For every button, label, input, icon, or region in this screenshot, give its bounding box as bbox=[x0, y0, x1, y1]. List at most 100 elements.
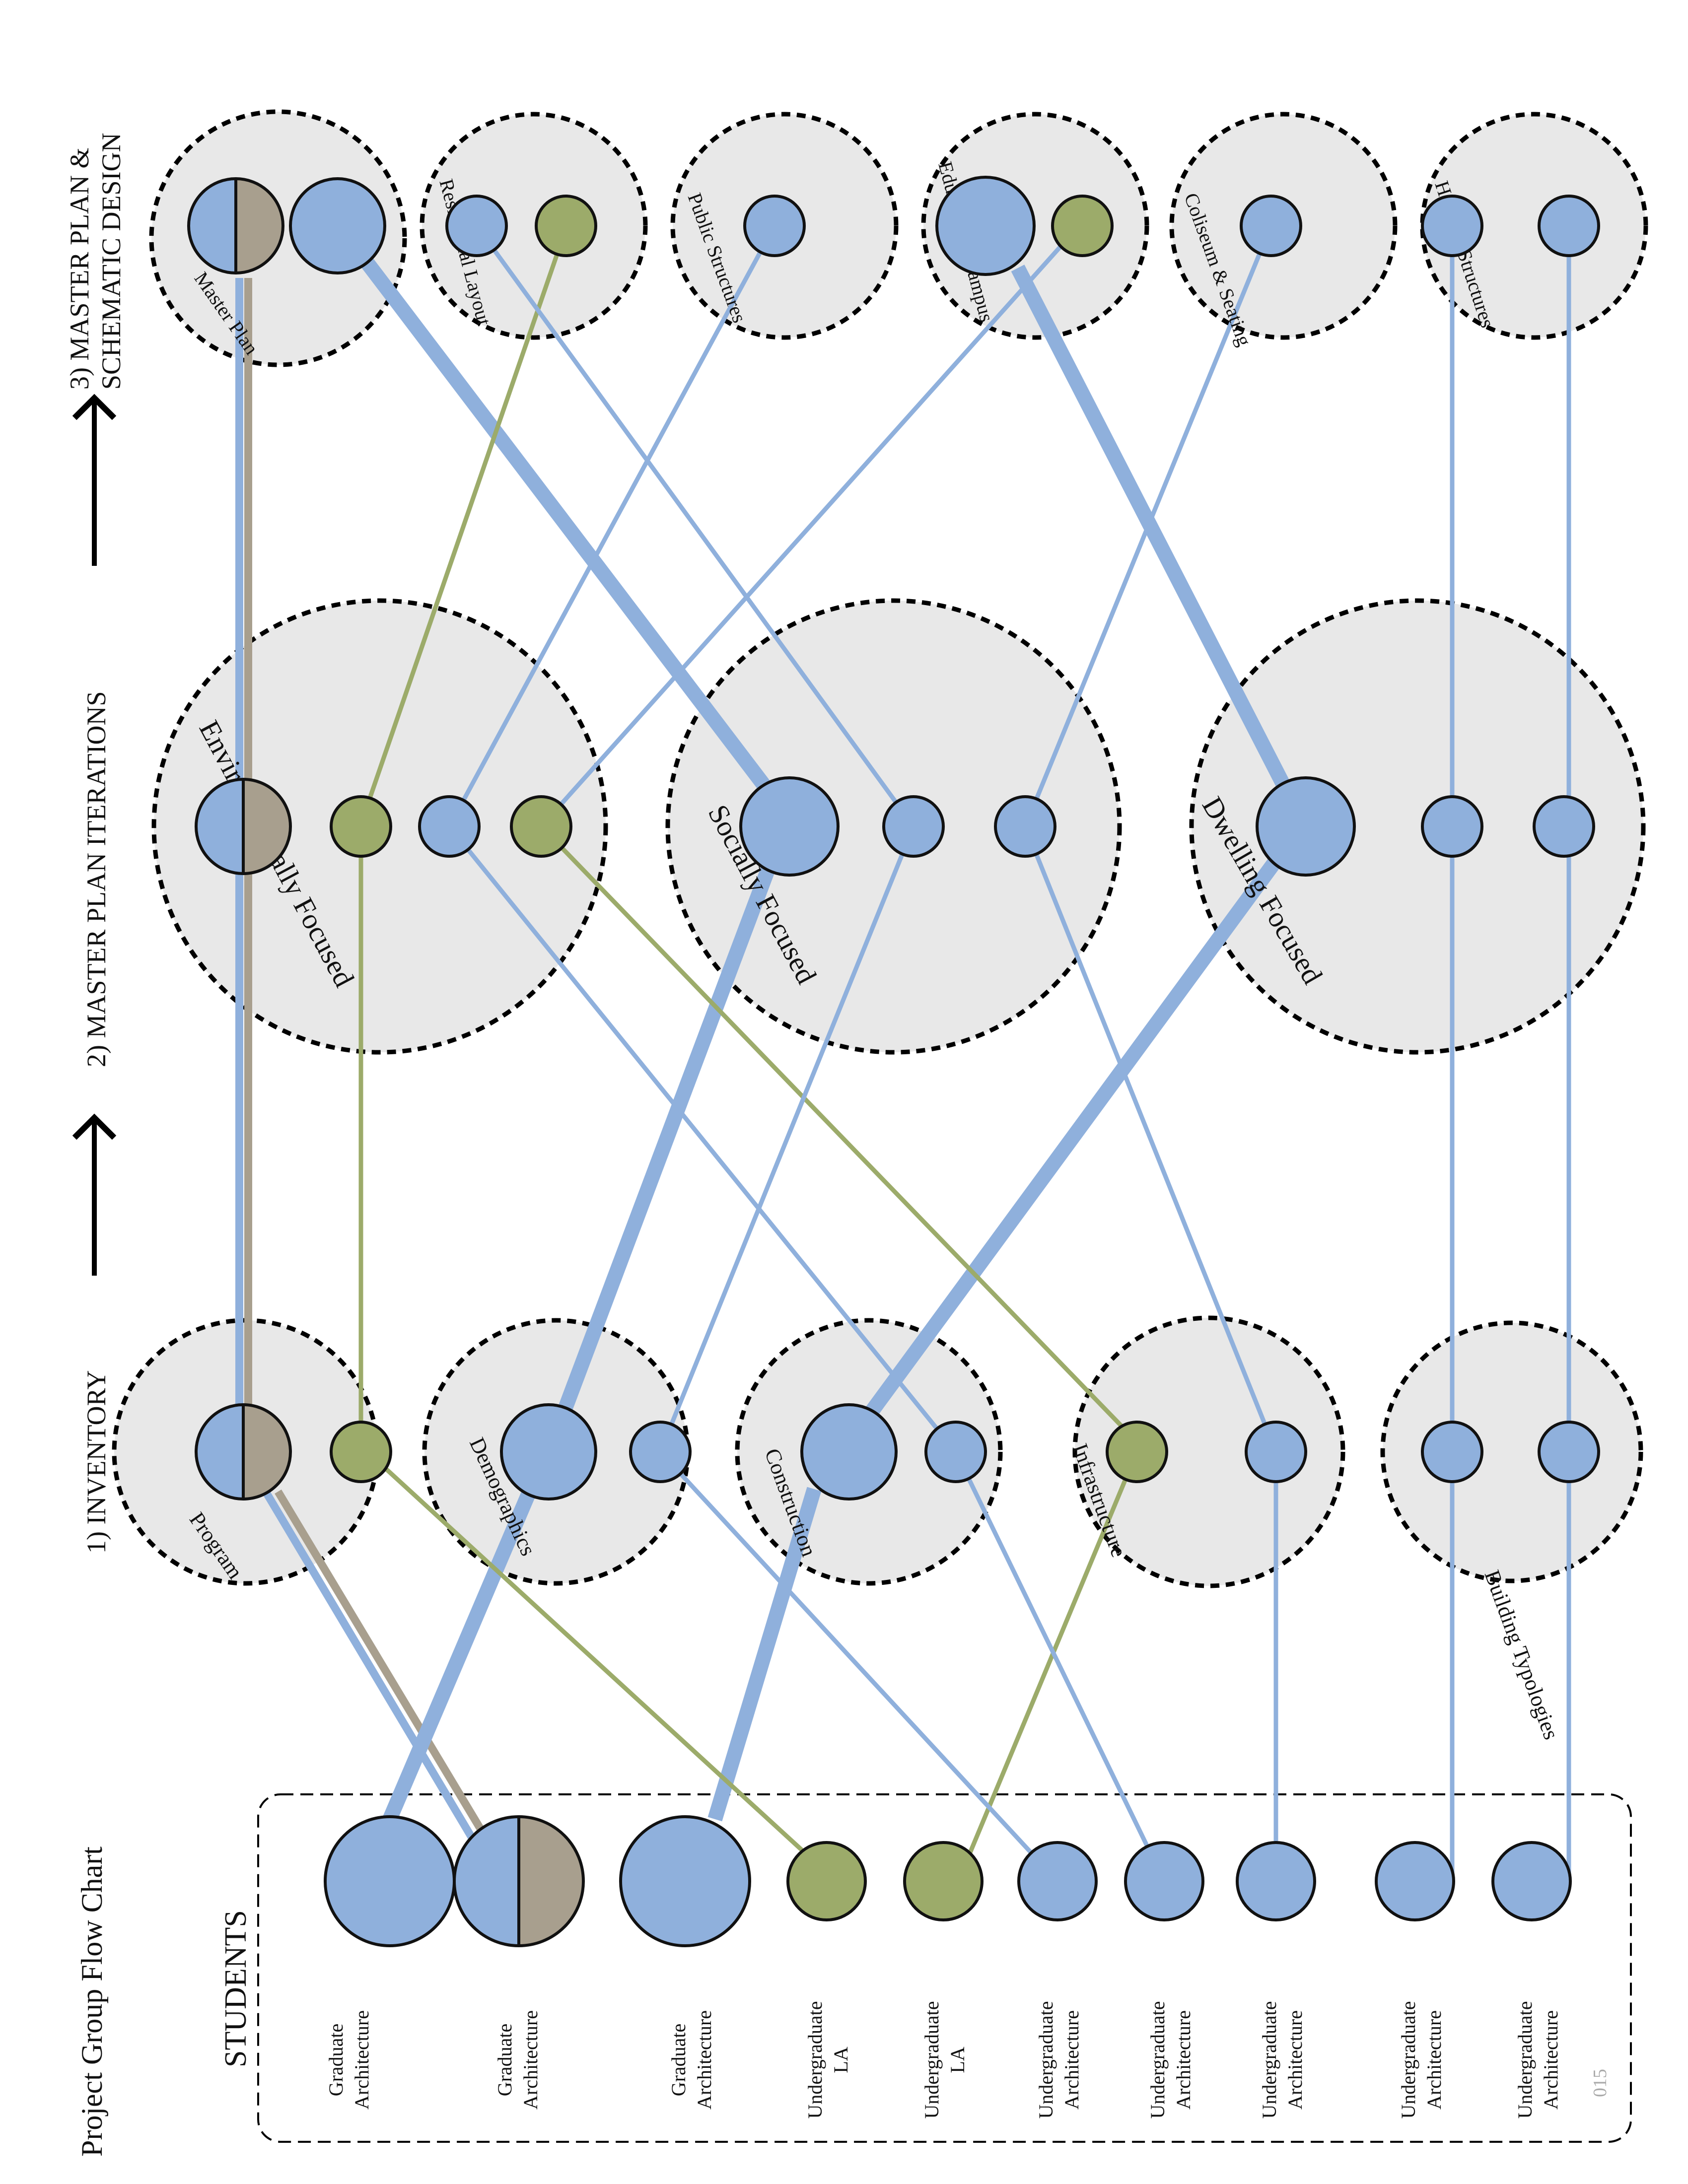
design-node bbox=[289, 177, 386, 274]
connection-line bbox=[707, 1487, 822, 1822]
stage-header-inventory: 1) INVENTORY bbox=[81, 1370, 111, 1554]
arrow-right-icon bbox=[72, 394, 117, 566]
inventory-node bbox=[1421, 1421, 1483, 1483]
inventory-node bbox=[1245, 1421, 1307, 1483]
student-node bbox=[1375, 1841, 1455, 1921]
iteration-node bbox=[195, 778, 292, 875]
student-label-line2: Architecture bbox=[519, 2010, 542, 2110]
iteration-node bbox=[510, 795, 572, 858]
student-node bbox=[453, 1815, 585, 1947]
iteration-node bbox=[1421, 795, 1483, 858]
stage-header-iterations: 2) MASTER PLAN ITERATIONS bbox=[81, 691, 111, 1067]
design-node bbox=[535, 195, 597, 257]
student-node bbox=[324, 1815, 456, 1947]
connection-line bbox=[658, 1450, 1059, 1883]
student-label-line2: Architecture bbox=[693, 2010, 715, 2110]
student-label-line1: Undergraduate bbox=[1035, 2001, 1057, 2119]
student-label-line2: Architecture bbox=[351, 2010, 373, 2110]
inventory-node bbox=[500, 1403, 597, 1501]
student-label-line1: Graduate bbox=[325, 2024, 347, 2097]
student-node bbox=[619, 1815, 751, 1947]
connection-line bbox=[539, 824, 1139, 1444]
connection-line bbox=[358, 227, 568, 825]
connection-lines bbox=[235, 224, 1571, 1883]
student-label-line2: Architecture bbox=[1540, 2010, 1562, 2110]
connection-line bbox=[475, 224, 915, 828]
chart-title: Project Group Flow Chart bbox=[75, 1846, 108, 2157]
cluster-housing-structures bbox=[1420, 112, 1648, 340]
inventory-node bbox=[1538, 1421, 1600, 1483]
connection-line bbox=[554, 856, 779, 1423]
student-label-line1: Undergraduate bbox=[1258, 2001, 1280, 2119]
student-node bbox=[903, 1841, 984, 1921]
connection-line bbox=[275, 1489, 490, 1842]
design-node bbox=[1240, 195, 1302, 257]
iteration-node bbox=[330, 795, 392, 858]
inventory-node bbox=[195, 1403, 292, 1501]
stage-header-schematic-line1: 3) MASTER PLAN & bbox=[65, 147, 94, 390]
student-label-line2: LA bbox=[830, 2047, 852, 2073]
student-node bbox=[786, 1841, 867, 1921]
connection-line bbox=[447, 825, 958, 1453]
connection-line bbox=[264, 1492, 479, 1846]
iteration-node bbox=[1533, 795, 1595, 858]
connection-line bbox=[1023, 225, 1273, 827]
student-label-line2: Architecture bbox=[1284, 2010, 1306, 2110]
students-label: STUDENTS bbox=[219, 1910, 253, 2067]
connection-line bbox=[383, 1479, 541, 1822]
iteration-node bbox=[739, 776, 840, 877]
cluster-residential-layout bbox=[420, 112, 648, 340]
iteration-node bbox=[994, 795, 1056, 858]
student-label-line2: Architecture bbox=[1172, 2010, 1195, 2110]
iteration-node bbox=[1256, 776, 1356, 877]
inventory-node bbox=[924, 1421, 987, 1483]
connection-line bbox=[953, 1451, 1167, 1882]
student-label-line2: LA bbox=[946, 2047, 969, 2073]
student-label-line2: Architecture bbox=[1060, 2010, 1083, 2110]
connection-line bbox=[857, 849, 1287, 1427]
student-label-line1: Undergraduate bbox=[920, 2001, 943, 2119]
student-label-line2: Architecture bbox=[1423, 2010, 1445, 2110]
design-node bbox=[743, 195, 806, 257]
nodes bbox=[187, 176, 1600, 1947]
label-building-typologies: Building Typologies bbox=[1480, 1567, 1564, 1743]
connection-line bbox=[447, 224, 776, 828]
connection-line bbox=[1011, 265, 1298, 803]
connection-line bbox=[956, 1451, 1139, 1882]
page-number: 015 bbox=[1590, 2069, 1611, 2097]
cluster-dwelling-focused bbox=[1189, 598, 1646, 1055]
design-node bbox=[187, 177, 284, 274]
design-node bbox=[445, 195, 508, 257]
student-label-line1: Undergraduate bbox=[1514, 2001, 1536, 2119]
design-node bbox=[935, 176, 1036, 276]
design-node bbox=[1421, 195, 1483, 257]
connection-line bbox=[539, 231, 1074, 828]
cluster-building-typologies bbox=[1380, 1320, 1643, 1583]
connection-line bbox=[365, 1450, 816, 1863]
inventory-node bbox=[1106, 1421, 1168, 1483]
inventory-node bbox=[800, 1403, 898, 1501]
student-label-line1: Graduate bbox=[493, 2024, 516, 2097]
student-node bbox=[1236, 1841, 1316, 1921]
student-node bbox=[1491, 1841, 1572, 1921]
connection-line bbox=[361, 258, 773, 794]
iteration-node bbox=[882, 795, 945, 858]
design-node bbox=[1051, 195, 1114, 257]
stage-header-schematic-line2: SCHEMATIC DESIGN bbox=[96, 133, 126, 390]
connection-line bbox=[658, 825, 916, 1453]
connection-line bbox=[1023, 825, 1278, 1453]
student-node bbox=[1124, 1841, 1204, 1921]
design-node bbox=[1538, 195, 1600, 257]
student-label-line1: Graduate bbox=[667, 2024, 690, 2097]
student-label-line1: Undergraduate bbox=[804, 2001, 826, 2119]
